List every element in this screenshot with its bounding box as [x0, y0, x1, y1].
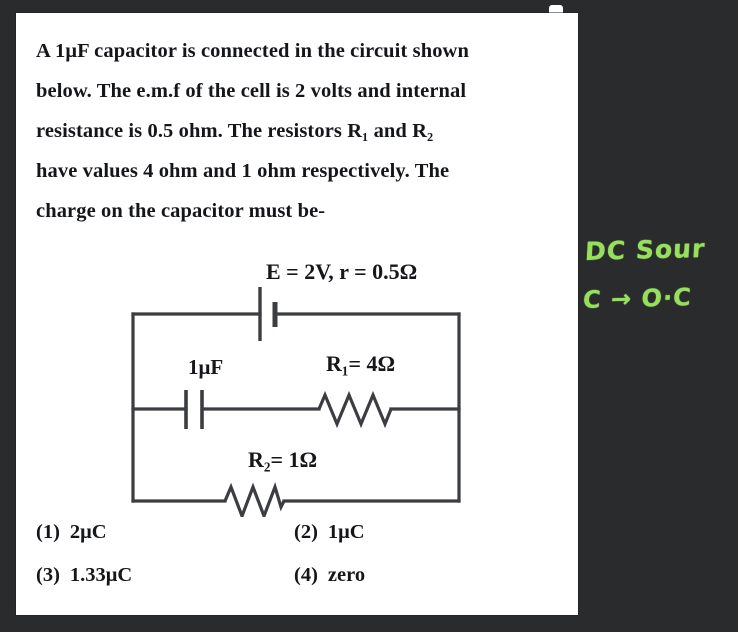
option-1-value: 2μC — [69, 521, 107, 543]
question-line: resistance is 0.5 ohm. The resistors R₁ … — [36, 120, 434, 142]
option-2[interactable]: (2) 1μC — [294, 521, 365, 544]
handwritten-annotation: DC Sour C → O·C — [582, 228, 733, 324]
option-2-number: (2) — [294, 521, 318, 543]
card-top-notch — [549, 5, 563, 15]
option-row: (1) 2μC (2) 1μC — [36, 521, 456, 544]
option-4[interactable]: (4) zero — [294, 564, 365, 587]
capacitor-symbol — [184, 390, 204, 429]
question-card: A 1μF capacitor is connected in the circ… — [16, 13, 578, 615]
option-1[interactable]: (1) 2μC — [36, 521, 294, 544]
option-3[interactable]: (3) 1.33μC — [36, 564, 294, 587]
circuit-svg — [131, 287, 461, 517]
resistor-r2-label: R₂= 1Ω — [248, 447, 318, 472]
option-4-value: zero — [327, 564, 366, 586]
option-3-value: 1.33μC — [69, 564, 133, 586]
option-2-value: 1μC — [327, 521, 365, 543]
option-1-number: (1) — [36, 521, 60, 543]
question-text: A 1μF capacitor is connected in the circ… — [36, 31, 564, 231]
circuit-diagram: E = 2V, r = 0.5Ω 1μF R₁= 4Ω R₂= 1Ω — [112, 245, 492, 517]
answer-options: (1) 2μC (2) 1μC (3) 1.33μC (4) zero — [36, 521, 456, 607]
question-line: below. The e.m.f of the cell is 2 volts … — [36, 80, 467, 102]
question-line: A 1μF capacitor is connected in the circ… — [36, 40, 469, 62]
option-4-number: (4) — [294, 564, 318, 586]
resistor-r2-symbol — [223, 482, 286, 517]
emf-label: E = 2V, r = 0.5Ω — [266, 259, 418, 284]
capacitor-label: 1μF — [188, 355, 224, 379]
battery-symbol — [258, 287, 278, 341]
annotation-line-2: C → O·C — [582, 283, 693, 314]
annotation-line-1: DC Sour — [584, 233, 707, 266]
option-3-number: (3) — [36, 564, 60, 586]
question-line: charge on the capacitor must be- — [36, 200, 326, 222]
question-line: have values 4 ohm and 1 ohm respectively… — [36, 160, 450, 182]
resistor-r1-symbol — [317, 390, 393, 429]
resistor-r1-label: R₁= 4Ω — [326, 351, 396, 376]
option-row: (3) 1.33μC (4) zero — [36, 564, 456, 587]
